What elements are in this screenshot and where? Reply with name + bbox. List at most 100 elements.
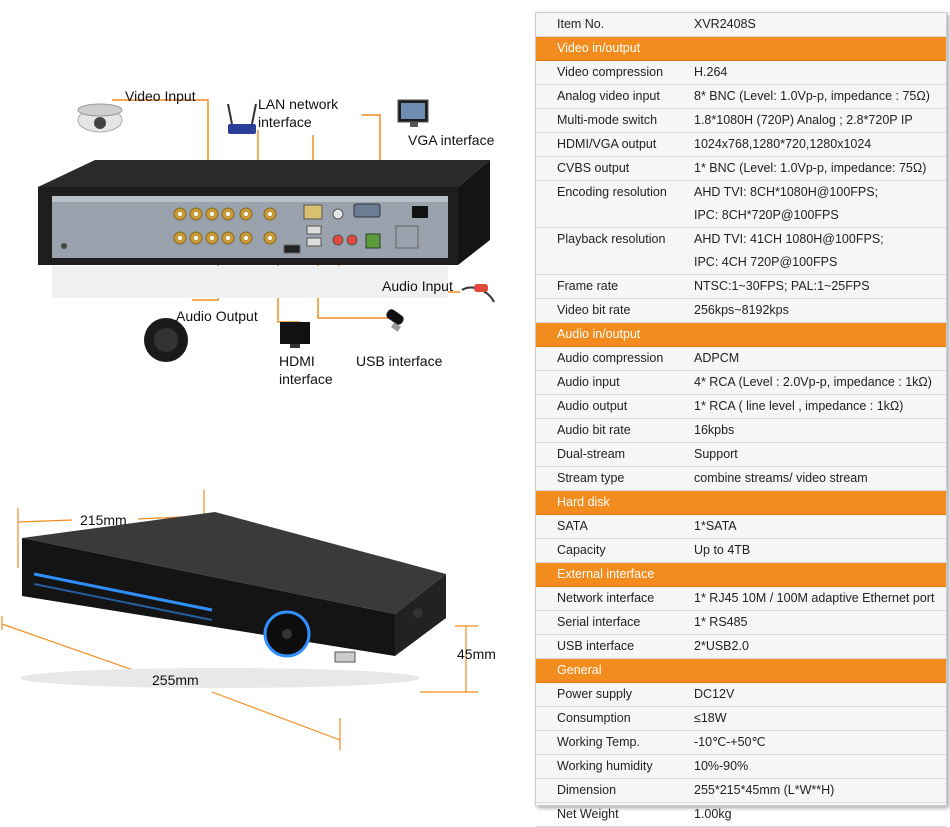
spec-section-title: Video in/output: [557, 41, 641, 55]
spec-section-title: Audio in/output: [557, 327, 641, 341]
spec-value: 256kps~8192kps: [694, 303, 789, 317]
spec-value-line2: IPC: 8CH*720P@100FPS: [694, 208, 839, 222]
spec-row: Power supply DC12V: [536, 683, 946, 707]
spec-section-header: Audio in/output: [536, 323, 946, 347]
spec-row: Consumption ≤18W: [536, 707, 946, 731]
spec-row: Working Temp. -10℃-+50℃: [536, 731, 946, 755]
spec-value: 255*215*45mm (L*W**H): [694, 783, 835, 797]
spec-key: Network interface: [557, 591, 655, 605]
rear-panel-diagram: Video Input LAN network interface VGA in…: [0, 0, 525, 400]
spec-section-title: Hard disk: [557, 495, 610, 509]
spec-key: Audio input: [557, 375, 620, 389]
spec-value: 16kpbs: [694, 423, 735, 437]
dimension-height-label: 45mm: [457, 646, 496, 662]
spec-row: Serial interface 1* RS485: [536, 611, 946, 635]
spec-value: 1.8*1080H (720P) Analog ; 2.8*720P IP: [694, 113, 913, 127]
tv-icon: [280, 322, 310, 348]
label-lan-line1: LAN network: [258, 96, 339, 112]
spec-row: Working humidity 10%-90%: [536, 755, 946, 779]
front-view-illustration: [1, 490, 478, 750]
spec-section-title: External interface: [557, 567, 655, 581]
spec-value: 1* RS485: [694, 615, 748, 629]
label-lan-line2: interface: [258, 114, 312, 130]
spec-value: 8* BNC (Level: 1.0Vp-p, impedance : 75Ω): [694, 89, 930, 103]
spec-key: Item No.: [557, 17, 605, 31]
spec-value: 1* BNC (Level: 1.0Vp-p, impedance: 75Ω): [694, 161, 927, 175]
spec-key: Audio bit rate: [557, 423, 631, 437]
dvr-front-body: [20, 512, 446, 688]
spec-value: 1.00kg: [694, 807, 732, 821]
spec-key: Working Temp.: [557, 735, 640, 749]
spec-row: Multi-mode switch 1.8*1080H (720P) Analog…: [536, 109, 946, 133]
spec-key: Encoding resolution: [557, 185, 667, 199]
spec-section-header: General: [536, 659, 946, 683]
rear-panel-illustration: [38, 99, 495, 362]
spec-value: ≤18W: [694, 711, 727, 725]
spec-row: USB interface 2*USB2.0: [536, 635, 946, 659]
label-hdmi-line2: interface: [279, 371, 333, 387]
label-audio-input: Audio Input: [382, 278, 453, 294]
spec-row: Item No.XVR2408S: [536, 13, 946, 37]
spec-section-header: External interface: [536, 563, 946, 587]
spec-row: Analog video input 8* BNC (Level: 1.0Vp-p…: [536, 85, 946, 109]
spec-row: Network interface 1* RJ45 10M / 100M adap…: [536, 587, 946, 611]
spec-key: Working humidity: [557, 759, 653, 773]
label-hdmi-line1: HDMI: [279, 353, 315, 369]
spec-value: 4* RCA (Level : 2.0Vp-p, impedance : 1kΩ…: [694, 375, 932, 389]
spec-key: Consumption: [557, 711, 631, 725]
spec-row: Encoding resolution AHD TVI: 8CH*1080H@1…: [536, 181, 946, 228]
spec-key: USB interface: [557, 639, 635, 653]
spec-value: combine streams/ video stream: [694, 471, 868, 485]
spec-key: Multi-mode switch: [557, 113, 658, 127]
spec-value: ADPCM: [694, 351, 740, 365]
dimension-width-label: 215mm: [80, 512, 127, 528]
spec-key: Capacity: [557, 543, 606, 557]
label-vga: VGA interface: [408, 132, 495, 148]
spec-value: 1*SATA: [694, 519, 737, 533]
spec-key: Playback resolution: [557, 232, 666, 246]
speaker-icon: [144, 318, 188, 362]
spec-key: Frame rate: [557, 279, 619, 293]
spec-key: Net Weight: [557, 807, 619, 821]
spec-value: Up to 4TB: [694, 543, 751, 557]
router-icon: [227, 103, 257, 134]
spec-row: Dimension 255*215*45mm (L*W**H): [536, 779, 946, 803]
label-video-input: Video Input: [125, 88, 196, 104]
monitor-icon: [397, 99, 429, 127]
spec-key: Stream type: [557, 471, 625, 485]
microphone-cable-icon: [461, 284, 495, 303]
dimension-depth-label: 255mm: [152, 672, 199, 688]
spec-row: Capacity Up to 4TB: [536, 539, 946, 563]
spec-value: 10%-90%: [694, 759, 749, 773]
dvr-rear-body: [38, 160, 490, 298]
spec-key: Video compression: [557, 65, 664, 79]
spec-section-title: General: [557, 663, 602, 677]
spec-row: Audio input 4* RCA (Level : 2.0Vp-p, imp…: [536, 371, 946, 395]
spec-key: Analog video input: [557, 89, 660, 103]
spec-key: Audio output: [557, 399, 628, 413]
spec-value: 1* RJ45 10M / 100M adaptive Ethernet por…: [694, 591, 935, 605]
label-audio-output: Audio Output: [176, 308, 258, 324]
bnc-video-inputs: [173, 207, 277, 245]
usb-stick-icon: [386, 309, 404, 332]
spec-value: 2*USB2.0: [694, 639, 749, 653]
label-usb: USB interface: [356, 353, 443, 369]
spec-value: AHD TVI: 8CH*1080H@100FPS;: [694, 185, 879, 199]
spec-value: DC12V: [694, 687, 735, 701]
front-view-diagram: 215mm 255mm 45mm: [0, 478, 525, 810]
spec-key: Power supply: [557, 687, 633, 701]
spec-key: Dimension: [557, 783, 617, 797]
spec-value: -10℃-+50℃: [694, 735, 766, 749]
spec-key: Serial interface: [557, 615, 641, 629]
